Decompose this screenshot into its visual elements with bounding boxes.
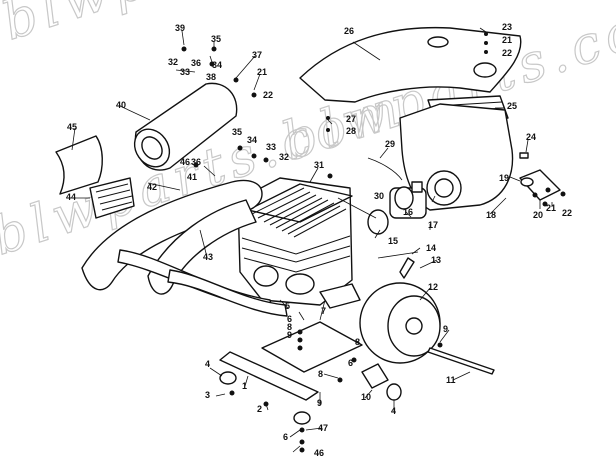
label-35-mid: 35	[232, 127, 242, 137]
label-9-lower: 9	[317, 398, 322, 408]
recoil-starter	[359, 282, 441, 364]
label-12: 12	[428, 282, 438, 292]
label-23: 23	[502, 22, 512, 32]
label-27: 27	[346, 114, 356, 124]
mount-bracket	[361, 363, 389, 389]
label-36-top: 36	[191, 58, 201, 68]
label-47: 47	[318, 423, 328, 433]
intake-adapter-inner	[434, 178, 454, 198]
label-11: 11	[446, 375, 456, 385]
label-31: 31	[314, 160, 324, 170]
label-8-plate: 8	[287, 322, 292, 332]
label-9-plate: 9	[287, 330, 292, 340]
intake-outlet	[473, 62, 497, 78]
label-33-mid: 33	[266, 142, 276, 152]
label-26: 26	[344, 26, 354, 36]
part-labels: 39 35 37 32 36 34 33 21 38 22 40 45 35 3…	[66, 22, 572, 458]
label-32-mid: 32	[279, 152, 289, 162]
label-4-left: 4	[205, 359, 210, 369]
mount-rail	[219, 351, 319, 401]
label-30: 30	[374, 191, 384, 201]
heat-shield	[55, 135, 103, 195]
label-22-upper: 22	[502, 48, 512, 58]
label-3: 3	[205, 390, 210, 400]
mounting-bracket	[519, 169, 561, 201]
label-29: 29	[385, 139, 395, 149]
label-2: 2	[257, 404, 262, 414]
label-10: 10	[361, 392, 371, 402]
muffler-can	[133, 82, 238, 171]
label-5: 5	[285, 301, 290, 311]
insulation-pad	[89, 177, 135, 219]
rubber-mount-right	[386, 383, 402, 401]
carburetor	[389, 181, 427, 219]
engine-mount-plate	[261, 321, 363, 373]
label-43: 43	[203, 252, 213, 262]
label-19: 19	[499, 173, 509, 183]
label-39: 39	[175, 23, 185, 33]
label-17: 17	[428, 220, 438, 230]
rubber-mount-bottom	[293, 411, 311, 425]
impulse-line	[367, 157, 403, 181]
label-18: 18	[486, 210, 496, 220]
exhaust-pipes	[81, 179, 288, 317]
air-intake-silencer	[299, 26, 522, 103]
label-46-bottom: 46	[314, 448, 324, 458]
label-41: 41	[187, 172, 197, 182]
label-34-mid: 34	[247, 135, 257, 145]
label-45: 45	[67, 122, 77, 132]
label-13: 13	[431, 255, 441, 265]
intake-opening	[427, 36, 449, 48]
label-4-right: 4	[391, 406, 396, 416]
rubber-mount-left	[219, 371, 237, 385]
label-8-lower: 8	[318, 369, 323, 379]
fasteners	[181, 32, 488, 453]
label-20: 20	[533, 210, 543, 220]
label-34-top: 34	[212, 60, 222, 70]
label-21-upper: 21	[502, 35, 512, 45]
nut-22-right	[560, 191, 566, 197]
label-37: 37	[252, 50, 262, 60]
starter-rope	[377, 251, 419, 259]
label-9-right: 9	[443, 324, 448, 334]
label-21-top: 21	[257, 67, 267, 77]
carburetor-socket	[367, 209, 389, 235]
label-36-mid: 36	[191, 157, 201, 167]
label-1: 1	[242, 381, 247, 391]
long-bolt	[427, 347, 495, 375]
insulation-pad-texture	[95, 183, 133, 211]
washer-21-right	[542, 201, 548, 207]
leader-lines	[71, 27, 553, 453]
label-42: 42	[147, 182, 157, 192]
starter-handle	[399, 257, 415, 279]
label-7: 7	[321, 306, 326, 316]
label-14: 14	[426, 243, 436, 253]
label-35-top: 35	[211, 34, 221, 44]
label-40: 40	[116, 100, 126, 110]
label-16: 16	[403, 207, 413, 217]
label-6-bottom: 6	[283, 432, 288, 442]
label-22-top: 22	[263, 90, 273, 100]
label-32-top: 32	[168, 57, 178, 67]
label-6-right: 6	[348, 358, 353, 368]
label-21-right: 21	[546, 203, 556, 213]
label-33-top: 33	[180, 67, 190, 77]
label-28: 28	[346, 126, 356, 136]
label-24: 24	[526, 132, 536, 142]
label-25: 25	[507, 101, 517, 111]
label-46: 46	[180, 157, 190, 167]
label-8-right: 8	[355, 337, 360, 347]
engine-block	[237, 177, 361, 309]
label-44: 44	[66, 192, 76, 202]
label-22-right: 22	[562, 208, 572, 218]
label-38: 38	[206, 72, 216, 82]
label-6-plate: 6	[287, 314, 292, 324]
spacer-24	[519, 152, 529, 159]
label-15: 15	[388, 236, 398, 246]
